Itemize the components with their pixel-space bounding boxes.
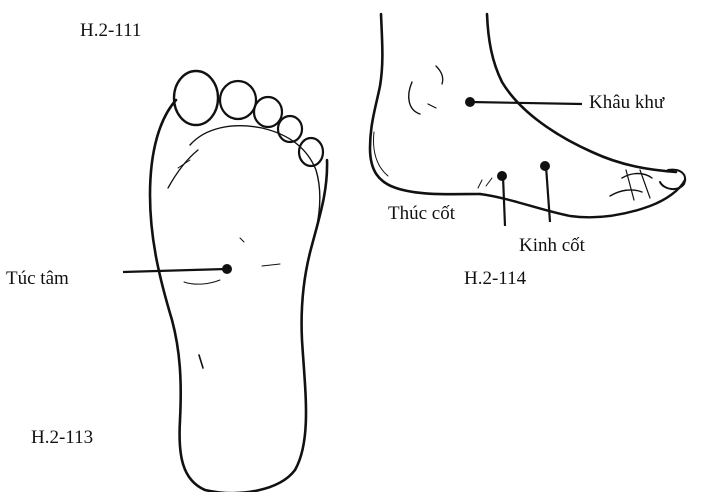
heel-hatch [478, 180, 482, 188]
heel-hatch [374, 132, 388, 176]
point-label-tuc-tam: Túc tâm [6, 269, 69, 288]
thuc-cot-leader [503, 176, 505, 226]
point-label-thuc-cot: Thúc cốt [388, 204, 455, 223]
toe-second [220, 81, 256, 119]
figure-label-113: H.2-113 [31, 428, 93, 447]
ankle-sketch [436, 66, 443, 84]
khau-khu-marker [465, 97, 582, 107]
thuc-cot-dot [497, 171, 507, 181]
foot-sole-line [480, 180, 685, 217]
toe-third [254, 97, 282, 127]
sole-inner-line [190, 126, 320, 230]
sole-drawing [150, 71, 327, 492]
sole-wrinkle [178, 160, 190, 168]
khau-khu-leader [470, 102, 582, 104]
figure-label-111: H.2-111 [80, 21, 141, 40]
toe-fifth [299, 138, 323, 166]
tuc-tam-dot [222, 264, 232, 274]
sole-wrinkle [240, 238, 244, 242]
sole-wrinkle [262, 264, 280, 266]
toe-fourth [278, 116, 302, 142]
toe-crease [610, 190, 642, 196]
tuc-tam-marker [123, 264, 232, 274]
tuc-tam-leader [123, 269, 226, 272]
leg-back-line [370, 14, 480, 194]
side-foot-drawing [370, 14, 685, 217]
point-label-khau-khu: Khâu khư [589, 93, 664, 112]
heel-hatch [486, 178, 492, 186]
point-label-kinh-cot: Kinh cốt [519, 236, 585, 255]
sole-wrinkle [184, 280, 220, 284]
toe-big [174, 71, 218, 125]
kinh-cot-leader [546, 166, 550, 222]
kinh-cot-dot [540, 161, 550, 171]
ankle-sketch [428, 104, 436, 108]
sole-wrinkle [199, 355, 203, 368]
sole-ball-line [168, 150, 198, 188]
kinh-cot-marker [540, 161, 550, 222]
ankle-sketch [409, 82, 420, 114]
figure-label-114: H.2-114 [464, 269, 526, 288]
